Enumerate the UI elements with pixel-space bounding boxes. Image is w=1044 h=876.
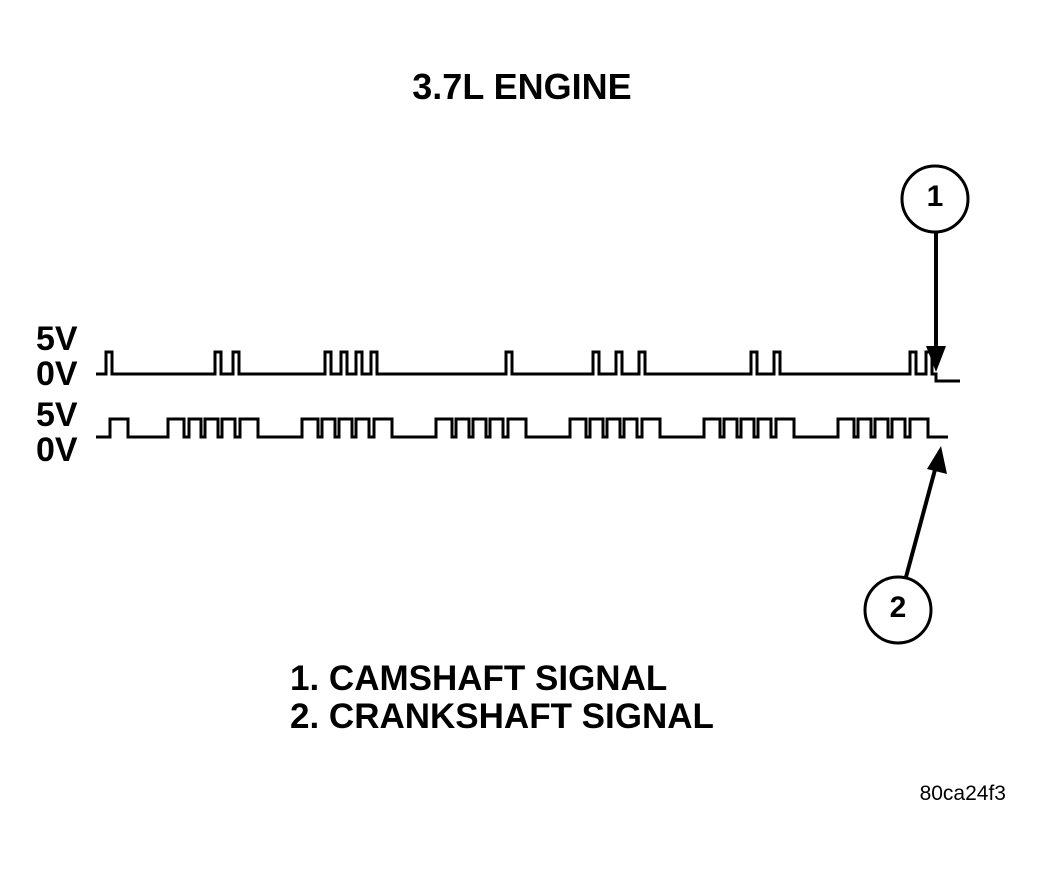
camshaft-waveform — [96, 350, 960, 383]
camshaft-5v-label: 5V — [36, 320, 78, 358]
callout-1-number: 1 — [926, 180, 944, 213]
callout-2-number: 2 — [889, 591, 907, 624]
callout-2-arrowhead — [927, 446, 947, 474]
crankshaft-5v-label: 5V — [36, 396, 78, 434]
callout-1-arrowhead — [926, 346, 946, 372]
legend-item-camshaft: 1. CAMSHAFT SIGNAL — [290, 659, 668, 698]
callout-2-leader — [904, 465, 938, 578]
crankshaft-waveform — [96, 417, 948, 439]
figure-code: 80ca24f3 — [919, 782, 1006, 805]
camshaft-0v-label: 0V — [36, 355, 78, 393]
crankshaft-0v-label: 0V — [36, 431, 78, 469]
callout-2-circle — [863, 575, 933, 645]
diagram-title: 3.7L ENGINE — [412, 66, 632, 107]
legend-item-crankshaft: 2. CRANKSHAFT SIGNAL — [290, 697, 714, 736]
